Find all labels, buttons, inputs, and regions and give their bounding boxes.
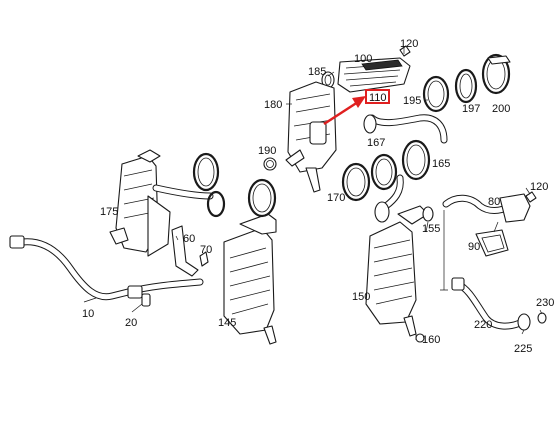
bracket-60[interactable] (171, 225, 199, 277)
label-170[interactable]: 170 (327, 192, 345, 204)
part-labels: 120 100 185 110 180 195 197 200 167 190 … (82, 38, 554, 355)
screw-70[interactable] (199, 251, 209, 267)
label-180[interactable]: 180 (264, 99, 282, 111)
leader-lines (83, 46, 543, 340)
screw-120-right[interactable] (525, 191, 537, 203)
seal-185[interactable] (321, 71, 335, 89)
label-110[interactable]: 110 (369, 92, 387, 104)
label-70[interactable]: 70 (200, 244, 212, 256)
hose-220[interactable] (451, 277, 526, 330)
clamp-225[interactable] (517, 313, 531, 331)
clamp-195[interactable] (422, 75, 450, 113)
ring-190[interactable] (263, 157, 277, 171)
housing-145[interactable] (223, 178, 277, 345)
housing-180[interactable] (285, 81, 337, 193)
clamp-170[interactable] (341, 162, 371, 202)
label-230[interactable]: 230 (536, 297, 554, 309)
pipe-10[interactable] (9, 235, 204, 301)
highlight-110 (323, 89, 390, 126)
label-60[interactable]: 60 (183, 233, 195, 245)
label-165[interactable]: 165 (432, 158, 450, 170)
pipe-175-outlet[interactable] (152, 184, 214, 200)
label-225[interactable]: 225 (514, 343, 532, 355)
label-90[interactable]: 90 (468, 241, 480, 253)
label-80[interactable]: 80 (488, 196, 500, 208)
clamp-200[interactable] (481, 53, 511, 95)
label-220[interactable]: 220 (474, 319, 492, 331)
label-10[interactable]: 10 (82, 308, 94, 320)
label-200[interactable]: 200 (492, 103, 510, 115)
housing-150[interactable] (365, 205, 429, 337)
hose-80[interactable] (442, 193, 531, 223)
seal-155[interactable] (422, 206, 434, 222)
label-120-right[interactable]: 120 (530, 181, 548, 193)
gasket-90[interactable] (475, 229, 509, 257)
label-160[interactable]: 160 (422, 334, 440, 346)
hose-167[interactable] (363, 114, 448, 144)
clip-20[interactable] (141, 293, 151, 307)
label-120-top[interactable]: 120 (400, 38, 418, 50)
label-175[interactable]: 175 (100, 206, 118, 218)
label-100[interactable]: 100 (354, 53, 372, 65)
housing-175[interactable] (109, 149, 171, 257)
hose-assembly-165[interactable] (370, 139, 431, 223)
clamp-left-190-pair[interactable] (192, 152, 226, 218)
oil-separator-cover-100[interactable] (337, 57, 411, 93)
clamp-230[interactable] (537, 312, 547, 324)
label-20[interactable]: 20 (125, 317, 137, 329)
label-195[interactable]: 195 (403, 95, 421, 107)
label-155[interactable]: 155 (422, 223, 440, 235)
label-167[interactable]: 167 (367, 137, 385, 149)
label-145[interactable]: 145 (218, 317, 236, 329)
label-150[interactable]: 150 (352, 291, 370, 303)
label-185[interactable]: 185 (308, 66, 326, 78)
label-197[interactable]: 197 (462, 103, 480, 115)
clamp-197[interactable] (454, 68, 478, 104)
label-190[interactable]: 190 (258, 145, 276, 157)
